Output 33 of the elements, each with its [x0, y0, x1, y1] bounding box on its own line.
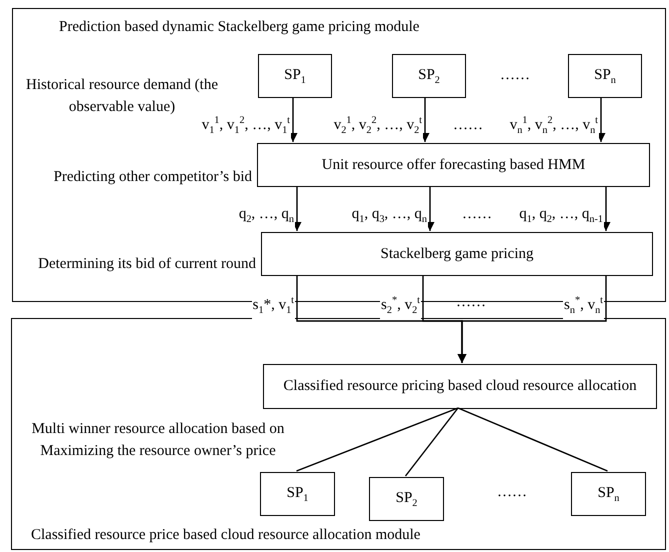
process-box [568, 54, 642, 98]
process-box [392, 54, 466, 98]
module-title: Prediction based dynamic Stackelberg game pricing module [59, 19, 420, 36]
process-box [263, 364, 657, 409]
connector-line [296, 407, 458, 472]
arrow [458, 275, 607, 363]
ellipsis: …… [462, 205, 492, 224]
row-label: Determining its bid of current round [38, 255, 256, 274]
box-label: SP$_{n}$ [594, 66, 616, 86]
ellipsis: …… [497, 483, 527, 502]
process-box [369, 477, 444, 521]
row-label: Predicting other competitor’s bid [54, 168, 252, 187]
process-box [258, 54, 332, 98]
box-label: Stackelberg game pricing [380, 246, 534, 262]
process-box [260, 472, 335, 516]
module-frame [11, 318, 666, 550]
process-box [261, 232, 653, 276]
box-label: Classified resource pricing based cloud resource allocation [283, 378, 637, 395]
box-label: Unit resource offer forecasting based HMM [322, 156, 586, 174]
ellipsis: …… [456, 293, 486, 312]
box-label: SP$_{2}$ [396, 490, 418, 508]
ellipsis: …… [453, 116, 483, 135]
connector-line [404, 408, 459, 476]
box-label: SP$_{1}$ [286, 484, 308, 504]
box-label: SP$_{2}$ [418, 66, 440, 86]
process-box [257, 143, 650, 187]
box-label: SP$_{1}$ [284, 66, 306, 86]
box-label: SP$_{n}$ [598, 484, 620, 504]
ellipsis: …… [500, 66, 530, 85]
note-text: Multi winner resource allocation based on Maximizing the resource owner’s price [30, 420, 286, 461]
process-box [571, 472, 646, 516]
module-title: Classified resource price based cloud resource allocation module [31, 527, 420, 544]
connector-line [458, 407, 608, 472]
